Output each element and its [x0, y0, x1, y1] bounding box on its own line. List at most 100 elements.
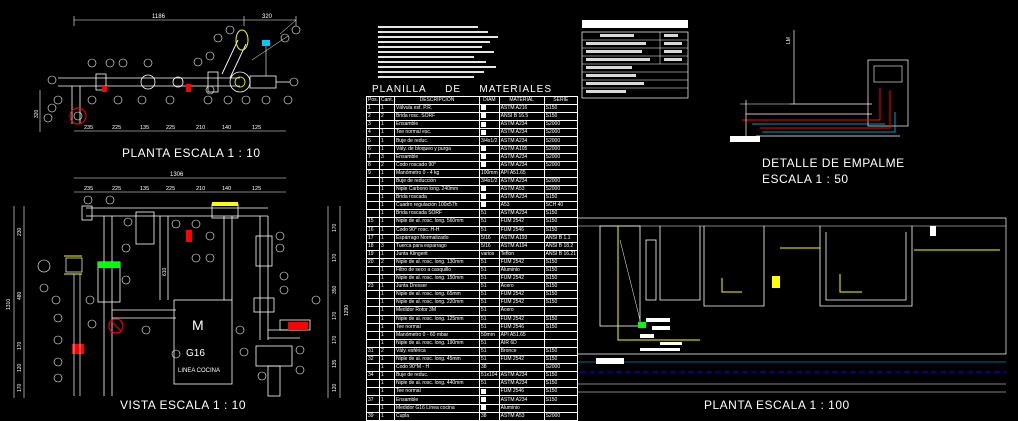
- table-title-word-2: DE: [445, 84, 461, 95]
- cell-desc: Ensamble: [393, 120, 480, 130]
- cell-diam: 50mm: [478, 330, 500, 340]
- cell-cant: 1: [379, 144, 395, 154]
- detalle-title: DETALLE DE EMPALME: [762, 156, 905, 170]
- cell-pos: [365, 209, 381, 219]
- cell-pos: [365, 274, 381, 284]
- vista-dim-5: 140: [222, 186, 231, 192]
- cell-serie: S150: [543, 217, 578, 227]
- cell-material: Acero: [498, 282, 545, 292]
- cell-serie: S150: [543, 257, 578, 267]
- dim-1186: 1186: [152, 14, 166, 20]
- cell-serie: S2000: [543, 120, 578, 130]
- cell-cant: 1: [379, 265, 395, 276]
- cell-material: ASTM A234: [498, 193, 545, 203]
- cell-desc: Niple de al. rosc. long. 65mm: [393, 290, 480, 300]
- cell-pos: [365, 387, 381, 397]
- planta-dim-5: 140: [222, 125, 231, 131]
- cell-serie: S2000: [543, 411, 578, 421]
- cell-desc: Tee normal: [393, 387, 480, 397]
- diam-marker: [480, 405, 486, 410]
- cell-desc: Ensamble: [393, 152, 480, 162]
- cell-serie: S150: [543, 387, 578, 397]
- cell-material: ASTM A216: [498, 104, 545, 114]
- cell-serie: S150: [543, 290, 578, 300]
- header-serie: SERIE: [543, 95, 578, 106]
- cell-cant: 1: [379, 168, 395, 178]
- cell-desc: Ensamble: [393, 395, 480, 405]
- cell-diam: [478, 387, 500, 397]
- cell-serie: S150: [543, 274, 578, 284]
- diam-marker: [480, 121, 486, 127]
- cell-serie: S150: [543, 371, 578, 381]
- cell-material: ASTM A193: [498, 233, 545, 243]
- cell-diam: [478, 185, 500, 195]
- cell-desc: Niple de al. rosc. long. 125mm: [393, 314, 480, 324]
- cell-serie: S150: [543, 298, 578, 308]
- cell-serie: ANSI B 16.21: [543, 249, 578, 259]
- cell-diam: [478, 160, 500, 170]
- detalle-empalme: LM: [730, 30, 909, 142]
- cell-material: ASTM A53: [498, 185, 545, 195]
- cell-serie: S2000: [543, 160, 578, 170]
- cell-cant: 1: [379, 314, 395, 324]
- cell-serie: S2000: [543, 128, 578, 138]
- vista-dim-4: 210: [196, 186, 205, 192]
- cell-pos: [365, 298, 381, 308]
- diam-marker: [480, 105, 486, 111]
- cell-diam: 51: [478, 257, 500, 267]
- vista-dim-2: 135: [140, 186, 149, 192]
- vista-right-3: 350: [332, 285, 338, 294]
- cell-desc: Codo roscado 90°: [393, 160, 480, 170]
- cell-desc: Manómetro 0 - 4 kg: [393, 168, 480, 178]
- cell-serie: ANSI B 18.2: [543, 241, 578, 251]
- cell-diam: 51: [478, 209, 500, 219]
- cell-material: Aluminio: [498, 265, 545, 276]
- meter-caption: LINEA COCINA: [178, 368, 220, 374]
- cell-diam: 51x104: [478, 371, 500, 381]
- vista-right-1: 170: [332, 223, 338, 232]
- meter-letter: M: [192, 317, 204, 333]
- planta-top-title: PLANTA ESCALA 1 : 10: [122, 146, 261, 160]
- cell-pos: 20: [365, 257, 381, 267]
- cell-material: ASTM A234: [498, 379, 545, 389]
- header-cant: Cant.: [379, 95, 395, 106]
- cell-serie: S2000: [543, 152, 578, 162]
- diam-marker: [480, 202, 486, 208]
- cell-pos: 17: [365, 233, 381, 243]
- cell-cant: 1: [379, 298, 395, 308]
- cell-pos: [365, 322, 381, 332]
- cell-serie: S150: [543, 209, 578, 219]
- dim-1306: 1306: [170, 172, 184, 178]
- header-material: MATERIAL: [498, 95, 545, 106]
- cell-pos: 7: [365, 152, 381, 162]
- cell-desc: Tee normal esc.: [393, 128, 480, 138]
- cell-diam: 100mm: [478, 168, 500, 178]
- cell-material: ASTM A53: [498, 411, 545, 421]
- planta-bottom-view: [568, 217, 1007, 393]
- planta-dim-1: 225: [112, 125, 121, 131]
- cell-diam: [478, 120, 500, 130]
- planta-dim-2: 135: [140, 125, 149, 131]
- cell-cant: 1: [379, 176, 395, 187]
- cell-diam: 5/16: [478, 233, 500, 243]
- vista-dim-1: 225: [112, 186, 121, 192]
- cell-material: ASTM A234: [498, 371, 545, 381]
- cell-pos: [365, 403, 381, 413]
- cell-pos: [365, 338, 381, 348]
- cell-cant: 1: [379, 282, 395, 292]
- cell-material: [498, 363, 545, 373]
- cell-pos: 3: [365, 120, 381, 130]
- diam-marker: [480, 396, 486, 402]
- cell-desc: Niple de al. rosc. long. 220mm: [393, 298, 480, 308]
- cell-pos: 23: [365, 282, 381, 292]
- cell-serie: S150: [543, 112, 578, 122]
